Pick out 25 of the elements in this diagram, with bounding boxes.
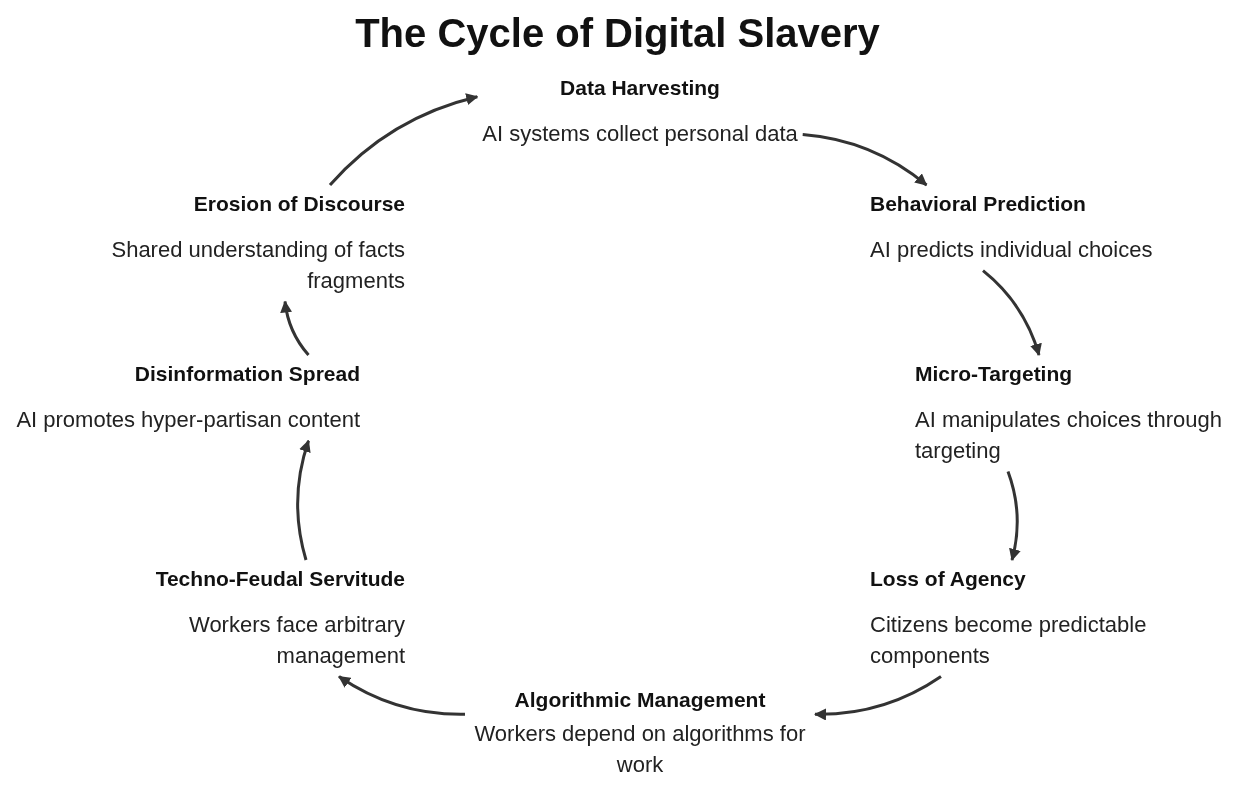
diagram-title: The Cycle of Digital Slavery (355, 10, 880, 57)
curved-arrow (1006, 471, 1021, 561)
stage-description: AI manipulates choices through targeting (915, 405, 1223, 465)
stage-heading: Micro-Targeting (915, 361, 1074, 387)
curved-arrow (814, 675, 942, 721)
curved-arrow (802, 133, 928, 187)
stage-description: Workers depend on algorithms for work (473, 719, 807, 779)
curved-arrow (338, 675, 465, 716)
curved-arrow (296, 439, 311, 561)
stage-heading: Loss of Agency (870, 566, 1027, 592)
curved-arrow (982, 269, 1042, 356)
stage-heading: Disinformation Spread (133, 361, 360, 387)
stage-heading: Data Harvesting (559, 75, 721, 101)
stage-heading: Behavioral Prediction (870, 191, 1087, 217)
stage-description: Citizens become predictable components (870, 610, 1148, 670)
stage-heading: Erosion of Discourse (192, 191, 405, 217)
curved-arrow (328, 93, 479, 186)
stage-description: AI systems collect personal data (482, 119, 798, 148)
stage-description: AI predicts individual choices (870, 235, 1153, 264)
curved-arrow (280, 300, 310, 356)
stage-description: AI promotes hyper-partisan content (16, 405, 360, 434)
stage-heading: Techno-Feudal Servitude (154, 566, 405, 592)
stage-description: Workers face arbitrary management (188, 610, 405, 670)
stage-description: Shared understanding of facts fragments (110, 235, 405, 295)
stage-heading: Algorithmic Management (513, 687, 767, 713)
